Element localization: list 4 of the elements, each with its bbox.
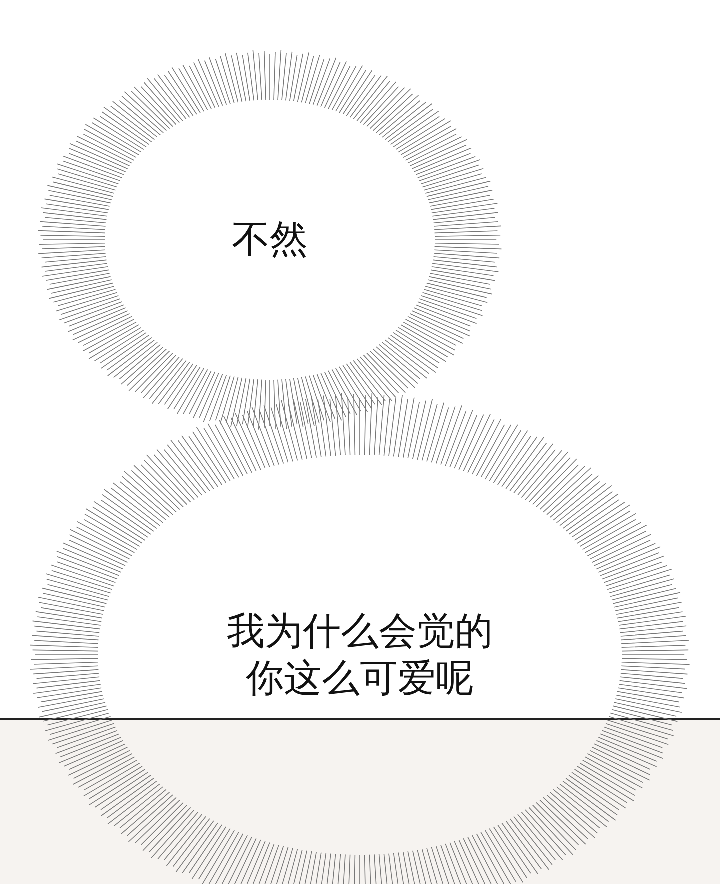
dialogue-text: 不然 <box>231 216 309 263</box>
burst-speech-bubble <box>38 50 502 430</box>
burst-speech-bubble <box>30 393 690 884</box>
dialogue-text: 我为什么会觉的你这么可爱呢 <box>226 608 494 702</box>
